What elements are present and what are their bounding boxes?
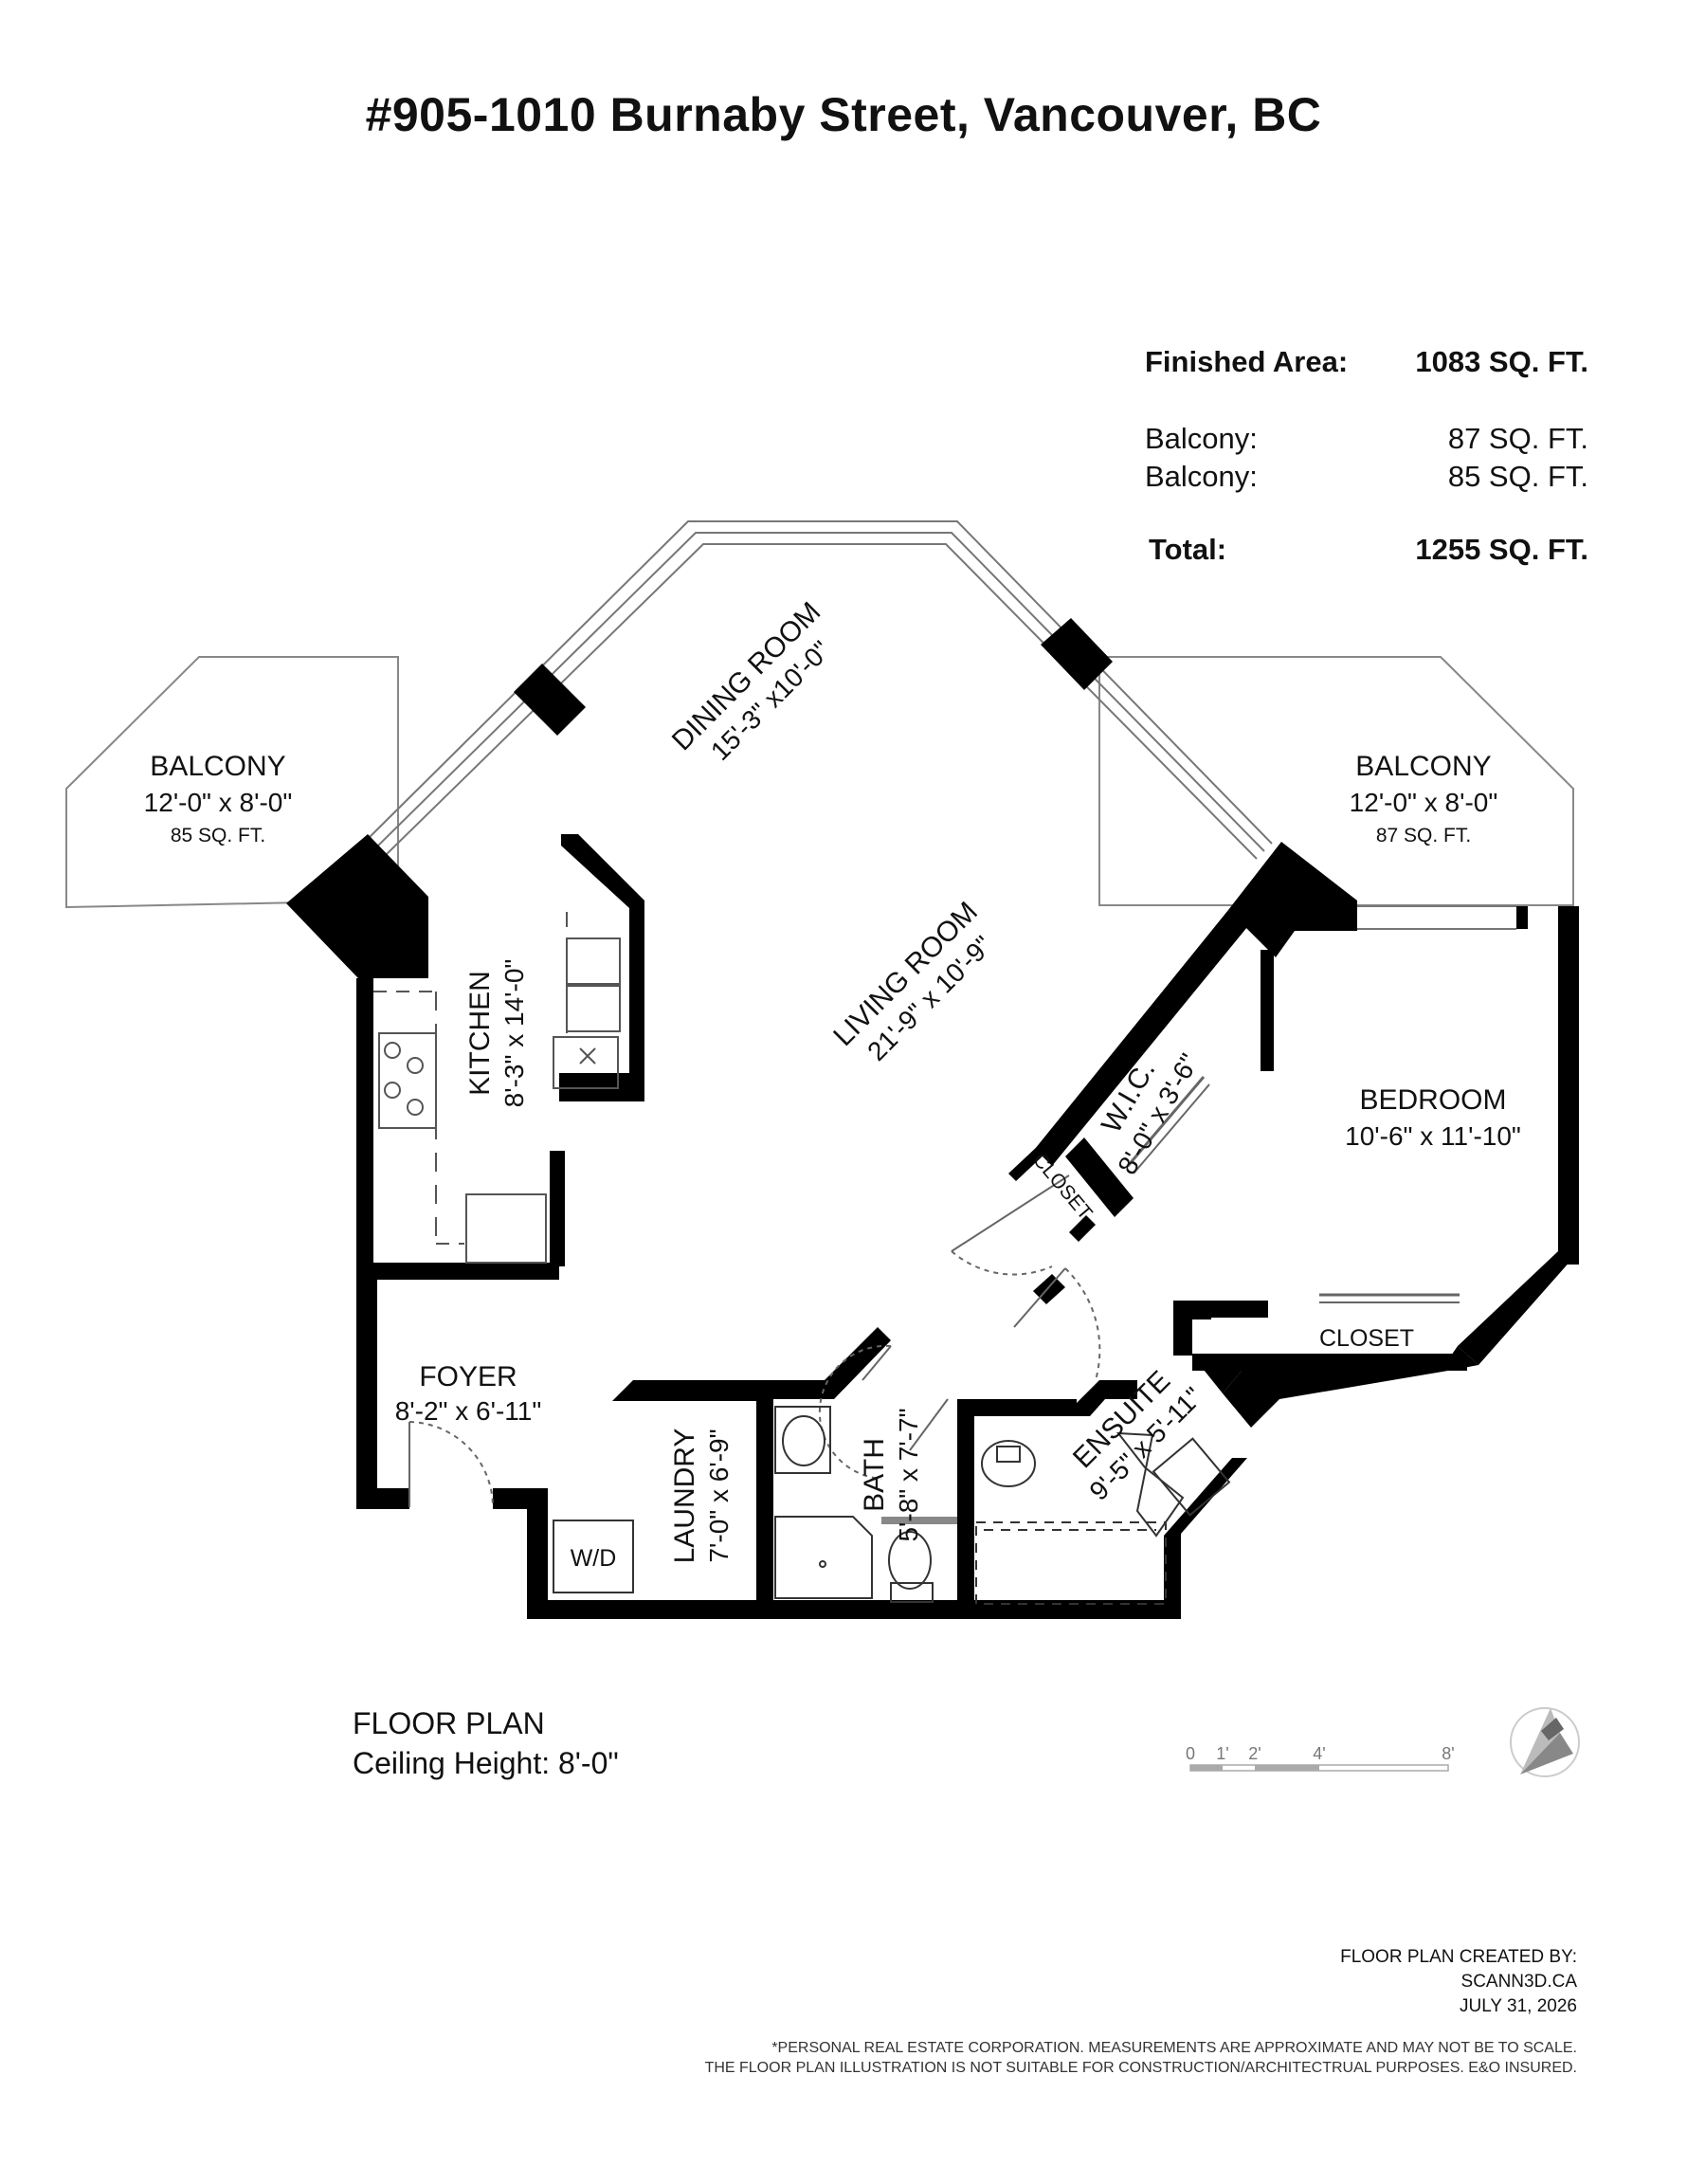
credits: FLOOR PLAN CREATED BY: SCANN3D.CA JULY 3… (1340, 1945, 1577, 2019)
room-labels: BALCONY 12'-0" x 8'-0" 85 SQ. FT. BALCON… (144, 596, 1521, 1564)
scale-tick-3: 4' (1313, 1744, 1325, 1763)
disclaimer-line: THE FLOOR PLAN ILLUSTRATION IS NOT SUITA… (704, 2060, 1577, 2076)
scale-tick-0: 0 (1186, 1744, 1195, 1763)
balcony-left-name: BALCONY (150, 751, 285, 782)
credits-line: JULY 31, 2026 (1460, 1996, 1577, 2016)
balcony-area-label: Balcony: (1145, 422, 1258, 455)
closet-bedroom-name: CLOSET (1319, 1325, 1414, 1352)
compass-icon (1510, 1707, 1580, 1777)
balcony-right-name: BALCONY (1355, 751, 1491, 782)
kitchen-name: KITCHEN (464, 971, 496, 1096)
balcony-area-label: Balcony: (1145, 460, 1258, 493)
laundry-name: LAUNDRY (669, 1429, 700, 1564)
bedroom-name: BEDROOM (1359, 1084, 1506, 1116)
finished-area-value: 1083 SQ. FT. (1415, 345, 1588, 378)
total-area-value: 1255 SQ. FT. (1415, 533, 1588, 566)
balcony-right-sqft: 87 SQ. FT. (1376, 825, 1471, 846)
balcony-left-dims: 12'-0" x 8'-0" (144, 788, 293, 817)
floor-plan-label: FLOOR PLAN (353, 1706, 545, 1740)
ceiling-height: Ceiling Height: 8'-0" (353, 1746, 619, 1780)
scale-tick-4: 8' (1442, 1744, 1454, 1763)
page-title: #905-1010 Burnaby Street, Vancouver, BC (365, 88, 1322, 141)
laundry-dims: 7'-0" x 6'-9" (704, 1429, 734, 1562)
kitchen-fixtures (373, 912, 621, 1264)
balcony-right-dims: 12'-0" x 8'-0" (1350, 788, 1498, 817)
disclaimer-line: *PERSONAL REAL ESTATE CORPORATION. MEASU… (771, 2040, 1577, 2056)
scale-bar: 0 1' 2' 4' 8' (1186, 1744, 1455, 1772)
window-piers (514, 618, 1113, 736)
foyer-dims: 8'-2" x 6'-11" (395, 1396, 542, 1426)
washer-dryer-label: W/D (571, 1545, 617, 1572)
foyer-name: FOYER (419, 1361, 517, 1392)
bath-fixtures (774, 1406, 1231, 1605)
credits-line: SCANN3D.CA (1460, 1972, 1577, 1992)
finished-area-label: Finished Area: (1145, 345, 1349, 378)
bedroom-dims: 10'-6" x 11'-10" (1345, 1121, 1521, 1151)
balcony-right-outline (1098, 656, 1574, 906)
disclaimer: *PERSONAL REAL ESTATE CORPORATION. MEASU… (705, 2038, 1577, 2078)
credits-line: FLOOR PLAN CREATED BY: (1340, 1947, 1577, 1967)
bath-dims: 5'-8" x 7'-7" (894, 1408, 923, 1541)
kitchen-dims: 8'-3" x 14'-0" (499, 959, 529, 1108)
scale-tick-1: 1' (1216, 1744, 1228, 1763)
bath-name: BATH (859, 1438, 890, 1512)
balcony-area-value: 87 SQ. FT. (1447, 422, 1588, 455)
windows (367, 520, 1516, 930)
scale-tick-2: 2' (1248, 1744, 1261, 1763)
balcony-left-outline (65, 656, 399, 909)
balcony-area-value: 85 SQ. FT. (1447, 460, 1588, 493)
balcony-left-sqft: 85 SQ. FT. (171, 825, 265, 846)
walls (286, 834, 1579, 1619)
total-area-label: Total: (1149, 533, 1227, 566)
doors (408, 1076, 1460, 1508)
washer-dryer (553, 1520, 634, 1593)
